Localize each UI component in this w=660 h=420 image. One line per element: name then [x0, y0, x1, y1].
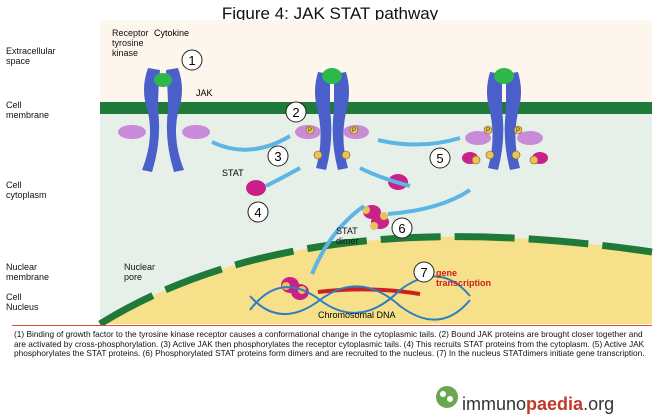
svg-text:P: P — [516, 128, 520, 134]
jak-label: JAK — [196, 88, 213, 98]
immunopaedia-logo[interactable]: immunopaedia.org — [462, 394, 614, 415]
nuclear-membrane — [98, 233, 653, 325]
step-1: 1 — [188, 53, 195, 68]
cell-membrane-label: Cell membrane — [6, 100, 50, 120]
pathway-arrows — [211, 134, 472, 275]
logo-suffix: .org — [583, 394, 615, 414]
receptor-1 — [118, 68, 210, 172]
step-7: 7 — [420, 265, 427, 280]
step-markers: 1 2 3 4 5 6 7 — [181, 49, 451, 283]
caption-divider — [12, 325, 652, 326]
cytokine-shape — [154, 73, 172, 87]
receptor-3 — [462, 68, 548, 170]
phosphate-markers — [305, 125, 539, 165]
receptor-label: Receptor tyrosine kinase — [112, 28, 149, 58]
step-6: 6 — [398, 221, 405, 236]
stat-free-1 — [246, 180, 266, 196]
jak-shape — [118, 125, 146, 139]
step-3: 3 — [274, 149, 281, 164]
nucleus-label: Cell Nucleus — [6, 292, 39, 312]
stat-dimer-label: STAT dimer — [336, 226, 359, 246]
cytokine-label: Cytokine — [154, 28, 189, 38]
transcription-arrow — [317, 287, 421, 296]
nuclear-pore-label: Nuclear pore — [124, 262, 156, 282]
stat-dimer-shape — [362, 205, 389, 230]
gene-transcription-text: gene transcription — [436, 268, 492, 288]
cell-membrane — [100, 102, 652, 114]
chromosomal-dna-label: Chromosomal DNA — [318, 310, 396, 320]
immunopaedia-logo-icon — [436, 386, 458, 408]
figure-title: Figure 4: JAK STAT pathway — [221, 4, 439, 23]
stat-label: STAT — [222, 168, 244, 178]
svg-text:P: P — [486, 128, 490, 134]
step-4: 4 — [254, 205, 261, 220]
nucleus-region — [100, 236, 652, 324]
step-2: 2 — [292, 105, 299, 120]
logo-prefix: immuno — [462, 394, 527, 414]
nuclear-membrane-label: Nuclear membrane — [6, 262, 50, 282]
extracellular-label: Extracellular space — [6, 46, 56, 66]
phospho-label: P — [308, 128, 312, 134]
figure-caption: (1) Binding of growth factor to the tyro… — [14, 329, 645, 359]
logo-brand: paedia — [526, 394, 584, 414]
dna-helix — [249, 275, 471, 321]
pathway-diagram: 1 2 3 4 5 6 7 P P P P Cytokine JAK STAT — [98, 20, 653, 325]
cytoplasm-label: Cell cytoplasm — [6, 180, 47, 200]
step-5: 5 — [436, 151, 443, 166]
svg-text:P: P — [352, 128, 356, 134]
